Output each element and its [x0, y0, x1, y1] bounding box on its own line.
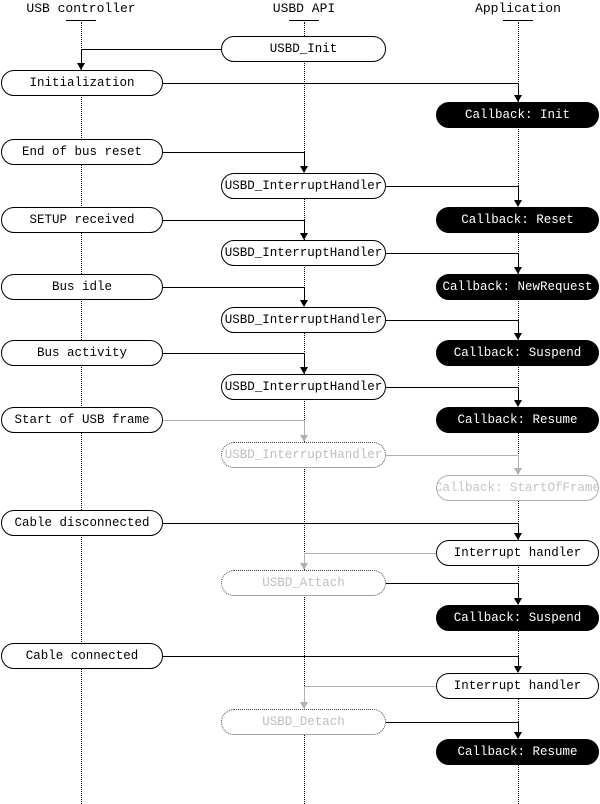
- event-cable-disconnected: Cable disconnected: [1, 510, 163, 536]
- connector-line: [385, 253, 518, 254]
- node-usbd-detach: USBD_Detach: [221, 709, 386, 735]
- connector-line: [385, 186, 518, 187]
- arrowhead-down-gray-icon: [300, 702, 308, 709]
- callback-init: Callback: Init: [436, 102, 599, 128]
- arrowhead-down-icon: [514, 267, 522, 274]
- connector-line: [518, 387, 519, 400]
- connector-line: [81, 49, 82, 63]
- arrowhead-down-gray-icon: [300, 563, 308, 570]
- callback-resume-2: Callback: Resume: [436, 739, 599, 765]
- callback-startofframe: Callback: StartOfFrame: [436, 475, 599, 501]
- connector-line-gray: [304, 553, 436, 554]
- actor-underline: [289, 20, 319, 21]
- connector-line-gray: [304, 686, 436, 687]
- connector-line: [518, 583, 519, 598]
- event-initialization: Initialization: [1, 70, 163, 96]
- arrowhead-down-icon: [300, 367, 308, 374]
- arrowhead-down-gray-icon: [300, 435, 308, 442]
- connector-line: [385, 320, 518, 321]
- node-usbd-interrupthandler-optional: USBD_InterruptHandler: [221, 442, 386, 468]
- lifeline-usbd-api: [304, 22, 305, 804]
- callback-reset: Callback: Reset: [436, 207, 599, 233]
- connector-line: [163, 287, 304, 288]
- connector-line-gray: [304, 420, 305, 435]
- actor-usb-controller: USB controller: [26, 1, 136, 16]
- callback-newrequest: Callback: NewRequest: [436, 274, 599, 300]
- connector-line: [385, 722, 518, 723]
- arrowhead-down-icon: [514, 200, 522, 207]
- connector-line: [163, 353, 304, 354]
- connector-line: [163, 152, 304, 153]
- arrowhead-down-icon: [514, 95, 522, 102]
- arrowhead-down-icon: [514, 732, 522, 739]
- event-start-of-usb-frame: Start of USB frame: [1, 407, 163, 433]
- node-usbd-interrupthandler-3: USBD_InterruptHandler: [221, 307, 386, 333]
- connector-line: [518, 523, 519, 533]
- arrowhead-down-icon: [514, 533, 522, 540]
- node-usbd-attach: USBD_Attach: [221, 570, 386, 596]
- connector-line: [518, 83, 519, 95]
- node-interrupt-handler-2: Interrupt handler: [436, 673, 599, 699]
- connector-line: [385, 387, 518, 388]
- connector-line: [518, 656, 519, 666]
- connector-line: [304, 353, 305, 367]
- node-usbd-init: USBD_Init: [221, 36, 386, 62]
- connector-line: [518, 320, 519, 333]
- callback-resume-1: Callback: Resume: [436, 407, 599, 433]
- arrowhead-down-gray-icon: [514, 468, 522, 475]
- connector-line: [81, 49, 221, 50]
- event-bus-idle: Bus idle: [1, 274, 163, 300]
- actor-underline: [503, 20, 533, 21]
- actor-application: Application: [475, 1, 561, 16]
- connector-line: [304, 152, 305, 166]
- connector-line: [518, 722, 519, 732]
- node-usbd-interrupthandler-1: USBD_InterruptHandler: [221, 173, 386, 199]
- connector-line: [163, 83, 518, 84]
- connector-line: [304, 220, 305, 233]
- node-interrupt-handler-1: Interrupt handler: [436, 540, 599, 566]
- actor-underline: [66, 20, 96, 21]
- connector-line-gray: [385, 455, 518, 456]
- arrowhead-down-icon: [300, 166, 308, 173]
- connector-line: [518, 253, 519, 267]
- arrowhead-down-icon: [514, 333, 522, 340]
- callback-suspend-1: Callback: Suspend: [436, 340, 599, 366]
- connector-line-gray: [163, 420, 304, 421]
- arrowhead-down-icon: [77, 63, 85, 70]
- event-cable-connected: Cable connected: [1, 643, 163, 669]
- connector-line: [163, 220, 304, 221]
- arrowhead-down-icon: [300, 233, 308, 240]
- connector-line: [385, 583, 518, 584]
- connector-line-gray: [304, 553, 305, 563]
- connector-line: [304, 287, 305, 300]
- node-usbd-interrupthandler-4: USBD_InterruptHandler: [221, 374, 386, 400]
- event-bus-activity: Bus activity: [1, 340, 163, 366]
- callback-suspend-2: Callback: Suspend: [436, 605, 599, 631]
- connector-line: [163, 656, 518, 657]
- arrowhead-down-icon: [514, 666, 522, 673]
- arrowhead-down-icon: [300, 300, 308, 307]
- connector-line-gray: [304, 686, 305, 702]
- connector-line: [163, 523, 518, 524]
- arrowhead-down-icon: [514, 598, 522, 605]
- connector-line: [518, 186, 519, 200]
- actor-usbd-api: USBD API: [272, 1, 336, 16]
- event-end-of-bus-reset: End of bus reset: [1, 139, 163, 165]
- connector-line-gray: [518, 455, 519, 468]
- node-usbd-interrupthandler-2: USBD_InterruptHandler: [221, 240, 386, 266]
- event-setup-received: SETUP received: [1, 207, 163, 233]
- arrowhead-down-icon: [514, 400, 522, 407]
